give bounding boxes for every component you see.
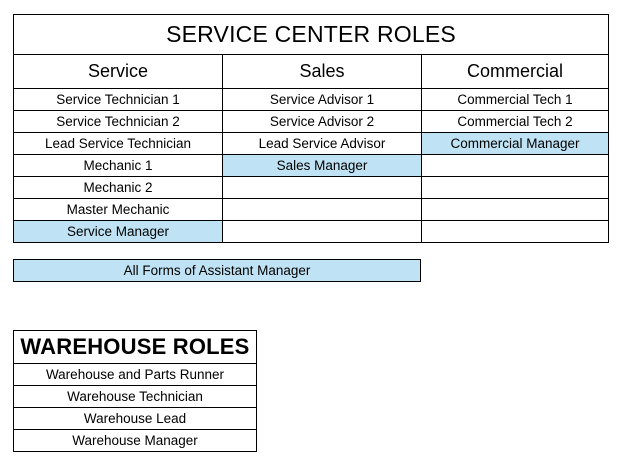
role-cell-service: Lead Service Technician xyxy=(13,132,223,155)
list-item: Warehouse and Parts Runner xyxy=(13,363,257,386)
service-center-title-row: SERVICE CENTER ROLES xyxy=(12,14,610,55)
list-item: Warehouse Technician xyxy=(13,385,257,408)
warehouse-role-cell: Warehouse Lead xyxy=(13,407,257,430)
service-center-header-row: Service Sales Commercial xyxy=(13,54,610,89)
service-center-title: SERVICE CENTER ROLES xyxy=(12,14,610,55)
role-cell-commercial xyxy=(420,154,610,177)
assistant-manager-banner: All Forms of Assistant Manager xyxy=(13,259,421,282)
warehouse-role-cell: Warehouse Manager xyxy=(13,429,257,452)
role-cell-service: Service Technician 2 xyxy=(13,110,223,133)
assistant-manager-label: All Forms of Assistant Manager xyxy=(123,263,311,278)
role-cell-service: Mechanic 2 xyxy=(13,176,223,199)
column-header-sales: Sales xyxy=(222,54,422,89)
role-cell-commercial: Commercial Tech 2 xyxy=(420,110,610,133)
table-row: Master Mechanic xyxy=(13,198,610,221)
role-cell-commercial xyxy=(420,220,610,243)
role-cell-sales: Service Advisor 2 xyxy=(222,110,422,133)
table-row: Service Technician 1 Service Advisor 1 C… xyxy=(13,88,610,111)
list-item: Warehouse Manager xyxy=(13,429,257,452)
role-cell-service: Service Technician 1 xyxy=(13,88,223,111)
role-cell-service: Master Mechanic xyxy=(13,198,223,221)
role-cell-commercial: Commercial Tech 1 xyxy=(420,88,610,111)
table-row: Service Manager xyxy=(13,220,610,243)
role-cell-service: Mechanic 1 xyxy=(13,154,223,177)
table-row: Mechanic 2 xyxy=(13,176,610,199)
warehouse-title: WAREHOUSE ROLES xyxy=(13,330,257,364)
service-center-roles-table: SERVICE CENTER ROLES Service Sales Comme… xyxy=(12,14,610,243)
column-header-service: Service xyxy=(13,54,223,89)
role-cell-sales xyxy=(222,198,422,221)
warehouse-roles-table: WAREHOUSE ROLES Warehouse and Parts Runn… xyxy=(13,330,257,452)
warehouse-title-row: WAREHOUSE ROLES xyxy=(13,330,257,364)
role-cell-sales: Service Advisor 1 xyxy=(222,88,422,111)
role-cell-commercial: Commercial Manager xyxy=(420,132,610,155)
role-cell-sales xyxy=(222,220,422,243)
list-item: Warehouse Lead xyxy=(13,407,257,430)
role-cell-commercial xyxy=(420,198,610,221)
column-header-commercial: Commercial xyxy=(420,54,610,89)
warehouse-role-cell: Warehouse and Parts Runner xyxy=(13,363,257,386)
role-cell-sales: Sales Manager xyxy=(222,154,422,177)
table-row: Lead Service Technician Lead Service Adv… xyxy=(13,132,610,155)
table-row: Mechanic 1 Sales Manager xyxy=(13,154,610,177)
role-cell-commercial xyxy=(420,176,610,199)
warehouse-role-cell: Warehouse Technician xyxy=(13,385,257,408)
table-row: Service Technician 2 Service Advisor 2 C… xyxy=(13,110,610,133)
role-cell-sales xyxy=(222,176,422,199)
role-cell-sales: Lead Service Advisor xyxy=(222,132,422,155)
role-cell-service: Service Manager xyxy=(13,220,223,243)
